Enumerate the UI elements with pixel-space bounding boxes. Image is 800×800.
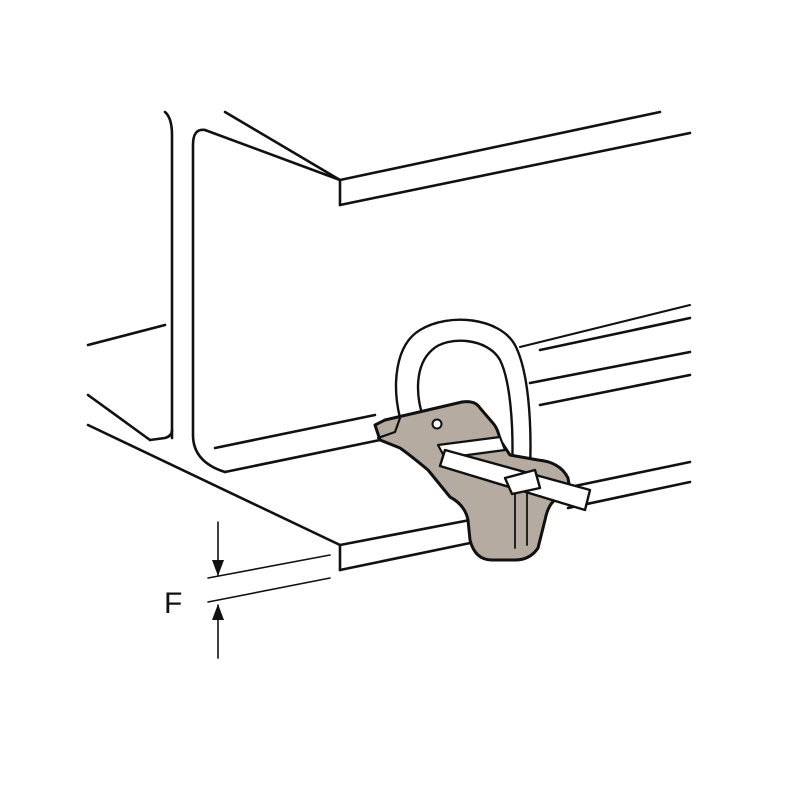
- arrow-down-icon: [212, 560, 224, 576]
- flange-thickness-dimension: [207, 521, 331, 659]
- arrow-up-icon: [212, 604, 224, 620]
- dimension-arrowheads: [212, 560, 224, 620]
- dimension-label: F: [164, 587, 182, 620]
- cable-tie-tail: [438, 448, 592, 512]
- beam-lower-flange: [86, 304, 692, 572]
- beam-upper-flange: [203, 110, 692, 207]
- beam-web: [148, 110, 227, 474]
